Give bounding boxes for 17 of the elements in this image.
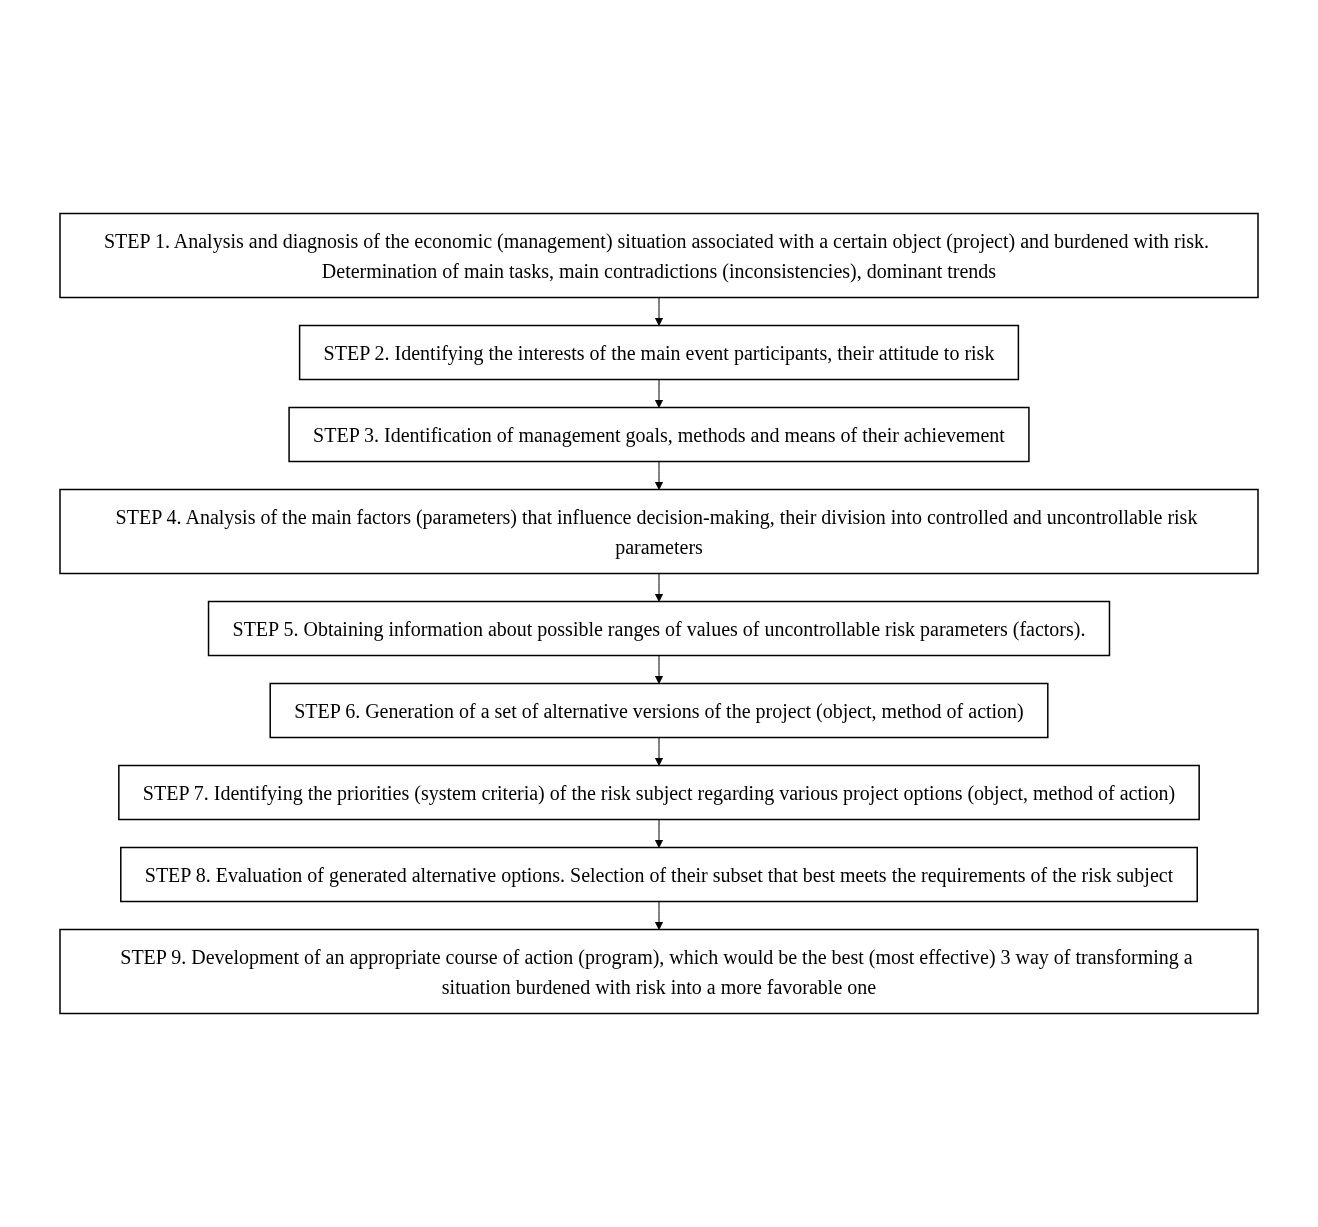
arrow	[654, 819, 664, 848]
arrow	[654, 737, 664, 766]
arrow	[654, 461, 664, 490]
arrow	[654, 901, 664, 930]
node-box: STEP 2. Identifying the interests of the main event participants, their attitude to risk	[298, 324, 1020, 381]
arrow	[654, 573, 664, 602]
node-box: STEP 9. Development of an appropriate course of action (program), which would be the best (most effective) 3 way of transforming a situation burdened with risk into a more favorable one	[59, 928, 1259, 1015]
node-box: STEP 8. Evaluation of generated alternative options. Selection of their subset that best meets the requirements of the risk subject	[120, 846, 1198, 903]
node-box: STEP 1. Analysis and diagnosis of the economic (management) situation associated with a certain object (project) and burdened with risk. Determination of main tasks, main contradictions (inconsistencies), dominant trends	[59, 212, 1259, 299]
node-box: STEP 5. Obtaining information about possible ranges of values of uncontrollable risk parameters (factors).	[207, 600, 1111, 657]
node-box: STEP 4. Analysis of the main factors (parameters) that influence decision-making, their division into controlled and uncontrollable risk parameters	[59, 488, 1259, 575]
node-box: STEP 6. Generation of a set of alternative versions of the project (object, method of action)	[269, 682, 1049, 739]
node-box: STEP 7. Identifying the priorities (system criteria) of the risk subject regarding various project options (object, method of action)	[118, 764, 1200, 821]
arrow	[654, 297, 664, 326]
arrow	[654, 379, 664, 408]
node-box: STEP 3. Identification of management goals, methods and means of their achievement	[288, 406, 1030, 463]
arrow	[654, 655, 664, 684]
